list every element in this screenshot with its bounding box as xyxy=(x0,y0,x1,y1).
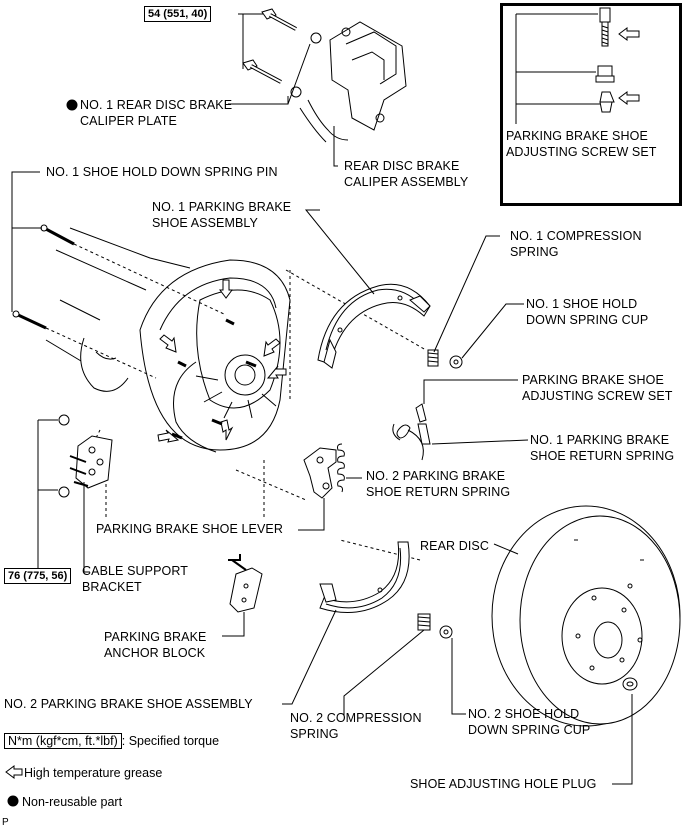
leader-adjusting-screw-set xyxy=(423,379,518,404)
grease-arrow-icon xyxy=(5,765,23,779)
figure-code: P xyxy=(2,817,9,828)
label-no2-shoe-assembly: NO. 2 PARKING BRAKE SHOE ASSEMBLY xyxy=(4,697,253,711)
non-reusable-dot-icon xyxy=(7,795,19,807)
label-hold-down-pin: NO. 1 SHOE HOLD DOWN SPRING PIN xyxy=(46,165,278,179)
washer-upper xyxy=(310,32,322,44)
label-no1-compression-spring: NO. 1 COMPRESSION SPRING xyxy=(510,229,642,259)
leader-anchor-block xyxy=(222,612,245,637)
leader-cable-support-bracket xyxy=(83,482,90,573)
legend-torque-unit: N*m (kgf*cm, ft.*lbf) xyxy=(4,733,122,749)
label-no2-hold-down-cup: NO. 2 SHOE HOLD DOWN SPRING CUP xyxy=(468,707,591,737)
label-no2-return-spring: NO. 2 PARKING BRAKE SHOE RETURN SPRING xyxy=(366,469,511,499)
no2-parking-brake-shoe xyxy=(319,541,410,613)
legend-grease: High temperature grease xyxy=(24,766,163,780)
no1-hold-down-spring-cup xyxy=(449,355,463,369)
no2-hold-down-spring-cup xyxy=(439,625,453,639)
label-anchor-block: PARKING BRAKE ANCHOR BLOCK xyxy=(104,630,207,660)
label-caliper-assembly: REAR DISC BRAKE CALIPER ASSEMBLY xyxy=(344,159,469,189)
hold-down-spring-pin-upper xyxy=(40,224,75,246)
parking-brake-anchor-block xyxy=(228,554,263,613)
leader-no1-hold-down-cup xyxy=(461,303,524,359)
inset-adjusting-screw-drawing xyxy=(515,7,640,124)
leader-caliper-assembly xyxy=(333,126,338,167)
caliper-body xyxy=(299,21,407,143)
label-no1-hold-down-cup: NO. 1 SHOE HOLD DOWN SPRING CUP xyxy=(526,297,649,327)
shoe-adjusting-hole-plug xyxy=(622,677,638,691)
leader-no1-return-spring xyxy=(431,439,529,445)
no2-return-spring xyxy=(337,443,345,493)
legend-torque-desc: : Specified torque xyxy=(121,734,220,748)
label-shoe-lever: PARKING BRAKE SHOE LEVER xyxy=(96,522,283,536)
leader-no2-compression-spring xyxy=(343,629,425,716)
label-cable-support-bracket: CABLE SUPPORT BRACKET xyxy=(82,564,188,594)
label-inset-adjusting-set: PARKING BRAKE SHOE ADJUSTING SCREW SET xyxy=(506,129,657,159)
label-adjusting-hole-plug: SHOE ADJUSTING HOLE PLUG xyxy=(410,777,597,791)
no1-parking-brake-shoe xyxy=(317,283,431,369)
axle-housing xyxy=(45,227,191,392)
leader-no1-compression-spring xyxy=(433,235,500,353)
label-no1-shoe-assembly: NO. 1 PARKING BRAKE SHOE ASSEMBLY xyxy=(152,200,292,230)
leader-shoe-lever xyxy=(298,498,325,531)
leader-no1-shoe xyxy=(304,209,375,295)
leader-hold-down-pin xyxy=(11,171,42,312)
torque-caliper-bolt: 54 (551, 40) xyxy=(144,6,212,22)
leader-caliper-plate xyxy=(228,96,289,105)
leader-hole-plug xyxy=(612,694,633,785)
legend-torque: N*m (kgf*cm, ft.*lbf): Specified torque xyxy=(4,733,219,749)
adjusting-screw-set xyxy=(392,403,431,461)
backing-plate xyxy=(139,259,291,453)
leader-cable-bracket-bolts xyxy=(37,419,58,570)
label-rear-disc: REAR DISC xyxy=(420,539,489,553)
label-no1-return-spring: NO. 1 PARKING BRAKE SHOE RETURN SPRING xyxy=(530,433,675,463)
grease-arrow-inset-1 xyxy=(618,27,640,41)
non-reusable-dot-caliper-plate xyxy=(66,99,78,111)
label-adjusting-screw-set: PARKING BRAKE SHOE ADJUSTING SCREW SET xyxy=(522,373,673,403)
caliper-bolt-upper xyxy=(261,8,297,31)
cable-support-bracket xyxy=(58,414,113,498)
grease-arrows-backing-plate xyxy=(157,279,287,443)
grease-arrow-inset-2 xyxy=(618,91,640,105)
leader-no2-shoe xyxy=(282,609,337,705)
torque-cable-bracket-bolt: 76 (775, 56) xyxy=(4,568,72,584)
no2-compression-spring xyxy=(417,613,431,631)
hold-down-spring-pin-lower xyxy=(12,310,47,330)
label-no2-compression-spring: NO. 2 COMPRESSION SPRING xyxy=(290,711,422,741)
legend-non-reusable: Non-reusable part xyxy=(22,795,123,809)
parking-brake-shoe-lever xyxy=(303,447,337,499)
label-caliper-plate: NO. 1 REAR DISC BRAKE CALIPER PLATE xyxy=(80,98,233,128)
washer-lower xyxy=(290,86,302,98)
no1-compression-spring xyxy=(427,349,439,367)
caliper-bolt-lower xyxy=(242,59,282,84)
rear-disc xyxy=(491,505,681,727)
leader-no2-hold-down-cup xyxy=(451,638,466,715)
leader-rear-disc xyxy=(493,543,519,555)
adjusting-screw-inset-box xyxy=(500,3,682,206)
